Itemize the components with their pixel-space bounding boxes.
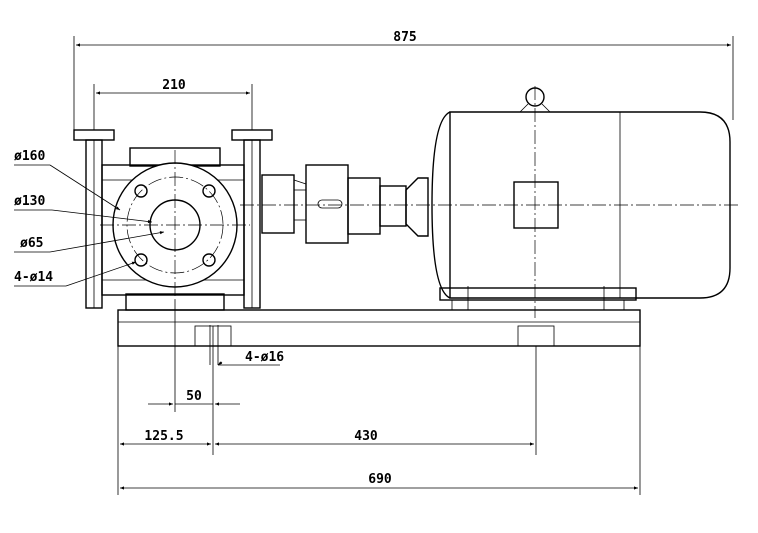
- dimension-overall: 875: [73, 30, 734, 130]
- coupling: [261, 164, 429, 244]
- callout-bore: ø65: [14, 231, 165, 253]
- callout-bolt-circle: ø130: [14, 194, 153, 224]
- dim-690: 690: [368, 472, 392, 487]
- dim-125-5: 125.5: [144, 429, 183, 444]
- pump-flange: [100, 150, 250, 300]
- label-bore: ø65: [20, 236, 43, 251]
- dim-50: 50: [186, 389, 202, 404]
- dim-430: 430: [354, 429, 378, 444]
- label-bolt-circle: ø130: [14, 194, 45, 209]
- dimension-base-offsets: 125.5 430: [117, 346, 537, 495]
- dimension-hole-spacing: 50: [148, 300, 240, 455]
- dim-875: 875: [393, 30, 416, 45]
- motor: [431, 86, 731, 318]
- callout-flange-holes: 4-ø14: [14, 261, 137, 287]
- dim-210: 210: [162, 78, 186, 93]
- callout-base-holes: 4-ø16: [209, 325, 284, 366]
- label-flange-od: ø160: [14, 149, 45, 164]
- dimension-base-length: 690: [120, 346, 641, 495]
- base-plate: [117, 309, 641, 347]
- dimension-flange-span: 210: [93, 78, 253, 130]
- label-flange-holes: 4-ø14: [14, 270, 53, 285]
- label-base-holes: 4-ø16: [245, 350, 284, 365]
- callout-flange-od: ø160: [14, 149, 121, 211]
